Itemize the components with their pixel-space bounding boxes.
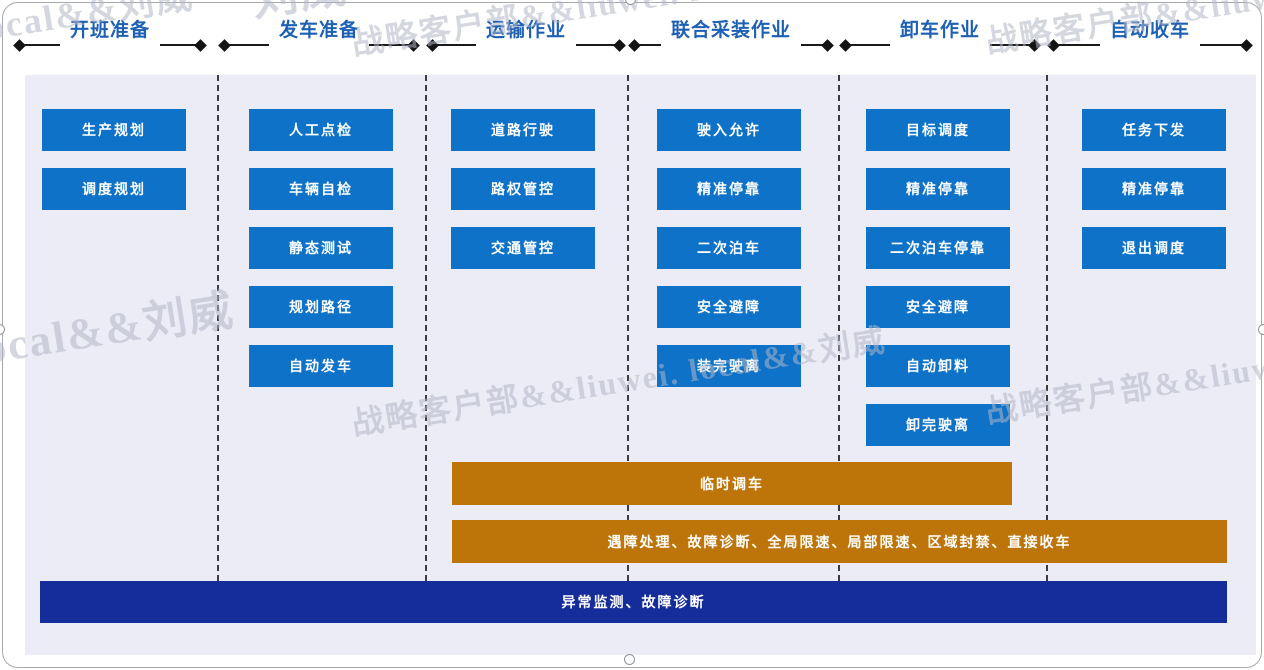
- phase-header-fache: 发车准备: [218, 14, 420, 58]
- task-button[interactable]: 自动发车: [249, 345, 393, 387]
- phase-line: [24, 44, 60, 46]
- phase-line: [229, 44, 269, 46]
- task-button[interactable]: 目标调度: [866, 109, 1010, 151]
- phase-title: 运输作业: [486, 18, 567, 41]
- phase-title: 发车准备: [279, 18, 360, 41]
- task-button[interactable]: 卸完驶离: [866, 404, 1010, 446]
- diamond-icon: [1028, 38, 1041, 52]
- task-button[interactable]: 车辆自检: [249, 168, 393, 210]
- task-button[interactable]: 精准停靠: [866, 168, 1010, 210]
- diamond-icon: [821, 38, 834, 52]
- column-divider: [838, 75, 840, 581]
- phase-line: [801, 44, 824, 46]
- phase-column-kaiban: 生产规划 调度规划: [42, 109, 186, 227]
- right-middle-handle[interactable]: [1258, 324, 1264, 335]
- phase-column-xieche: 目标调度 精准停靠 二次泊车停靠 安全避障 自动卸料 卸完驶离: [866, 109, 1010, 463]
- process-panel: 生产规划 调度规划 人工点检 车辆自检 静态测试 规划路径 自动发车 道路行驶 …: [25, 75, 1256, 655]
- phase-column-fache: 人工点检 车辆自检 静态测试 规划路径 自动发车: [249, 109, 393, 404]
- phase-title: 开班准备: [70, 18, 151, 41]
- diamond-icon: [194, 38, 207, 52]
- phase-column-yunshu: 道路行驶 路权管控 交通管控: [451, 109, 595, 286]
- column-divider: [627, 75, 629, 581]
- task-button[interactable]: 调度规划: [42, 168, 186, 210]
- task-button[interactable]: 生产规划: [42, 109, 186, 151]
- bottom-center-handle[interactable]: [624, 654, 635, 665]
- column-divider: [425, 75, 427, 581]
- phase-header-shouche: 自动收车: [1047, 14, 1253, 58]
- phase-line: [576, 44, 616, 46]
- diamond-icon: [1240, 38, 1253, 52]
- phase-column-shouche: 任务下发 精准停靠 退出调度: [1082, 109, 1226, 286]
- column-divider: [1046, 75, 1048, 581]
- phase-header-kaiban: 开班准备: [13, 14, 207, 58]
- task-button[interactable]: 任务下发: [1082, 109, 1226, 151]
- top-center-handle[interactable]: [625, 0, 636, 5]
- phase-line: [990, 44, 1031, 46]
- phase-line: [639, 44, 661, 46]
- phase-line: [850, 44, 890, 46]
- task-button[interactable]: 二次泊车停靠: [866, 227, 1010, 269]
- exception-handling-bar[interactable]: 遇障处理、故障诊断、全局限速、局部限速、区域封禁、直接收车: [452, 520, 1227, 563]
- phase-line: [1200, 44, 1243, 46]
- phase-line: [437, 44, 476, 46]
- task-button[interactable]: 交通管控: [451, 227, 595, 269]
- task-button[interactable]: 路权管控: [451, 168, 595, 210]
- diamond-icon: [407, 38, 420, 52]
- task-button[interactable]: 装完驶离: [657, 345, 801, 387]
- task-button[interactable]: 精准停靠: [657, 168, 801, 210]
- phase-column-caizhuang: 驶入允许 精准停靠 二次泊车 安全避障 装完驶离: [657, 109, 801, 404]
- task-button[interactable]: 静态测试: [249, 227, 393, 269]
- temporary-dispatch-bar[interactable]: 临时调车: [452, 462, 1012, 505]
- task-button[interactable]: 二次泊车: [657, 227, 801, 269]
- phase-header-yunshu: 运输作业: [426, 14, 626, 58]
- phase-title: 自动收车: [1110, 18, 1191, 41]
- phase-line: [160, 44, 197, 46]
- task-button[interactable]: 道路行驶: [451, 109, 595, 151]
- task-button[interactable]: 安全避障: [657, 286, 801, 328]
- task-button[interactable]: 自动卸料: [866, 345, 1010, 387]
- phase-title: 联合采装作业: [671, 18, 792, 41]
- task-button[interactable]: 规划路径: [249, 286, 393, 328]
- phase-line: [369, 44, 410, 46]
- phase-header-xieche: 卸车作业: [839, 14, 1041, 58]
- phase-line: [1058, 44, 1100, 46]
- task-button[interactable]: 人工点检: [249, 109, 393, 151]
- phase-title: 卸车作业: [900, 18, 981, 41]
- task-button[interactable]: 退出调度: [1082, 227, 1226, 269]
- phase-header-caizhuang: 联合采装作业: [628, 14, 834, 58]
- diamond-icon: [613, 38, 626, 52]
- monitoring-diagnosis-bar[interactable]: 异常监测、故障诊断: [40, 581, 1227, 623]
- column-divider: [217, 75, 219, 581]
- task-button[interactable]: 驶入允许: [657, 109, 801, 151]
- task-button[interactable]: 安全避障: [866, 286, 1010, 328]
- left-middle-handle[interactable]: [0, 324, 5, 335]
- task-button[interactable]: 精准停靠: [1082, 168, 1226, 210]
